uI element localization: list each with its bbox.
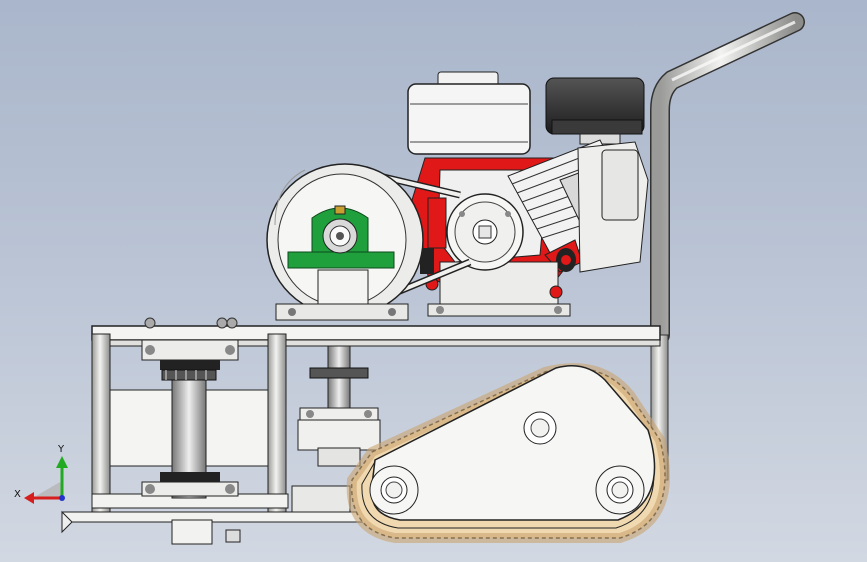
handle-bar xyxy=(650,12,805,345)
track-frame xyxy=(370,365,656,521)
pillow-block-bearing xyxy=(287,205,395,269)
engine-pulley xyxy=(446,193,524,271)
air-filter xyxy=(545,77,645,145)
triad-x-label: X xyxy=(14,489,21,500)
mid-drive-assembly xyxy=(297,345,381,467)
crankcase xyxy=(420,248,571,317)
bottom-plate xyxy=(61,485,403,545)
coordinate-triad xyxy=(24,456,68,504)
engine xyxy=(407,71,649,317)
fuel-tank xyxy=(407,71,531,155)
left-frame xyxy=(91,333,289,517)
main-deck xyxy=(91,317,661,347)
triad-y-label: Y xyxy=(57,444,65,455)
track-wheels xyxy=(369,411,645,515)
muffler xyxy=(556,141,649,273)
